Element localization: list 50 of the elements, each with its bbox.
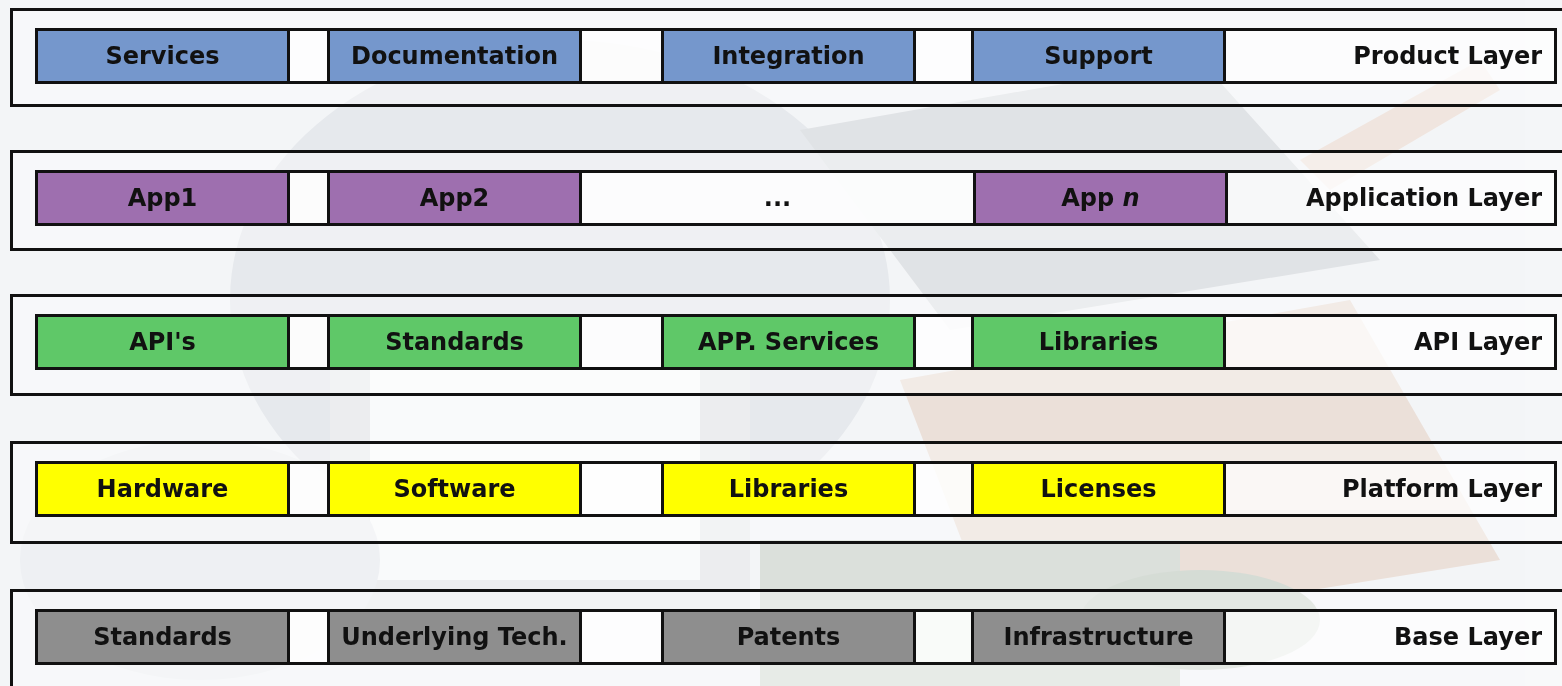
component-box	[664, 612, 916, 662]
component-box	[330, 464, 582, 514]
component-box	[38, 173, 290, 223]
component-box	[38, 464, 290, 514]
component-label: Software	[393, 475, 516, 503]
component-box	[330, 31, 582, 81]
layer-band	[10, 294, 1562, 396]
spacer-box	[916, 612, 974, 662]
component-label: APP. Services	[698, 328, 879, 356]
component-label: Integration	[712, 42, 865, 70]
component-label: App n	[1061, 184, 1140, 212]
layer-label: Product Layer	[1353, 42, 1542, 70]
component-label: Infrastructure	[1003, 623, 1194, 651]
component-label: Patents	[736, 623, 841, 651]
layer-label: Platform Layer	[1341, 475, 1542, 503]
layer-band	[10, 150, 1562, 251]
component-label: App2	[419, 184, 490, 212]
component-box	[330, 612, 582, 662]
component-label: App1	[127, 184, 198, 212]
component-box	[974, 31, 1226, 81]
component-box	[38, 317, 290, 367]
component-box	[974, 317, 1226, 367]
component-box	[330, 173, 582, 223]
component-label: Licenses	[1040, 475, 1157, 503]
component-box	[38, 31, 290, 81]
layer-band	[10, 589, 1562, 686]
layer-label: Base Layer	[1394, 623, 1542, 651]
component-box	[974, 464, 1226, 514]
component-label: Services	[105, 42, 220, 70]
component-box	[664, 31, 916, 81]
layer-label: API Layer	[1414, 328, 1542, 356]
layer-label: Application Layer	[1306, 184, 1542, 212]
component-box	[976, 173, 1228, 223]
component-label: Standards	[385, 328, 524, 356]
component-label: Hardware	[96, 475, 229, 503]
component-box	[38, 612, 290, 662]
layer-band	[10, 8, 1562, 107]
component-box	[330, 317, 582, 367]
component-label: Documentation	[350, 42, 558, 70]
component-box	[664, 464, 916, 514]
component-label: Standards	[93, 623, 232, 651]
component-box	[974, 612, 1226, 662]
component-label: ...	[763, 184, 792, 212]
component-label: Libraries	[1038, 328, 1159, 356]
component-label: Support	[1044, 42, 1153, 70]
component-box	[664, 317, 916, 367]
component-label: Libraries	[728, 475, 849, 503]
component-label: API's	[129, 328, 196, 356]
component-label: Underlying Tech.	[341, 623, 568, 651]
layer-band	[10, 441, 1562, 544]
